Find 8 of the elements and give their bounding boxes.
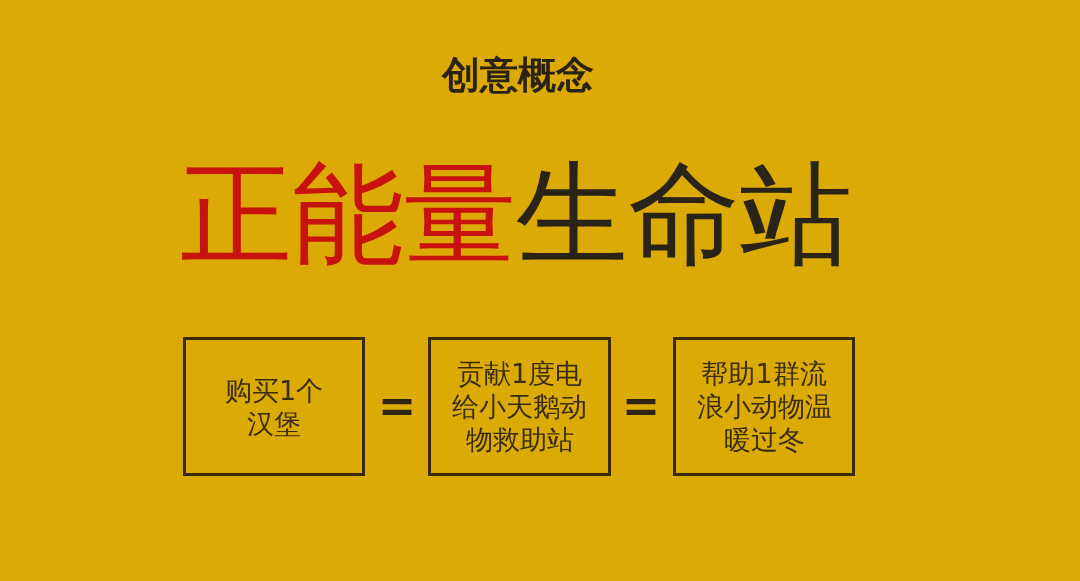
text-box: 帮助1群流浪小动物温暖过冬 <box>673 337 855 476</box>
heading-text: 生命站 <box>516 158 852 270</box>
text-box: 购买1个汉堡 <box>183 337 365 476</box>
equals-sign: = <box>621 383 661 429</box>
text-box: 贡献1度电给小天鹅动物救助站 <box>428 337 611 476</box>
title: 创意概念 <box>442 56 594 94</box>
equals-sign: = <box>377 383 417 429</box>
heading-text: 正能量 <box>180 158 516 270</box>
